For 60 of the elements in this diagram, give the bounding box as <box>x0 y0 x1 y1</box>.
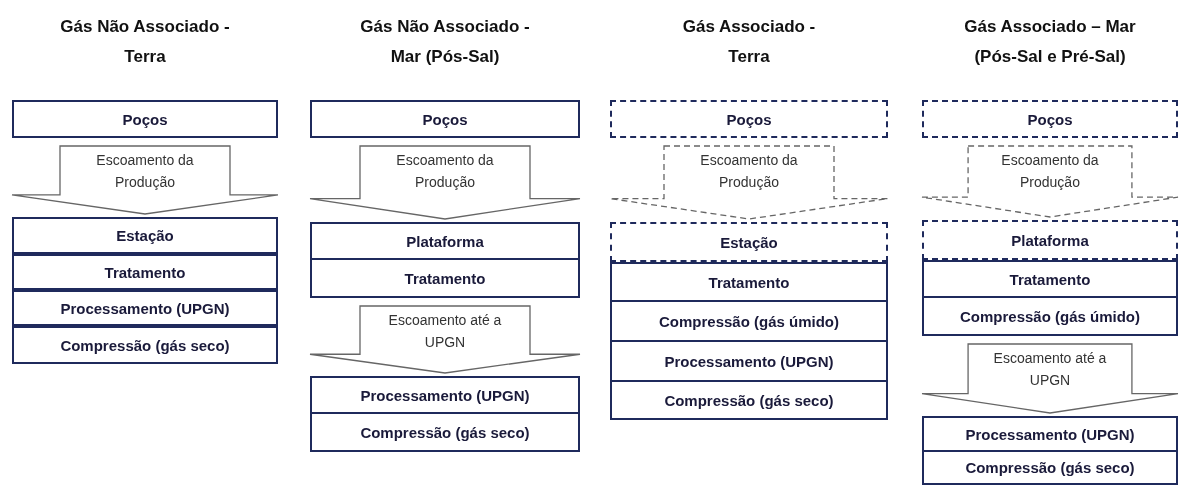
process-box <box>610 262 888 302</box>
box-label: Plataforma <box>1011 231 1089 249</box>
process-box <box>310 376 580 414</box>
block-arrow <box>921 343 1179 414</box>
process-box <box>610 100 888 138</box>
box-label: Poços <box>422 110 468 128</box>
process-box <box>310 100 580 138</box>
process-box <box>12 100 278 138</box>
box-label: Compressão (gás seco) <box>60 336 230 354</box>
box-label: Processamento (UPGN) <box>664 352 834 370</box>
edge-label: Escoamento da Produção <box>699 151 799 192</box>
process-box <box>610 300 888 342</box>
box-label: Compressão (gás úmido) <box>659 312 839 330</box>
box-label: Compressão (gás seco) <box>664 391 834 409</box>
column-heading: Gás Associado - Terra <box>681 16 817 68</box>
box-label: Poços <box>1027 110 1073 128</box>
box-label: Compressão (gás seco) <box>965 459 1135 476</box>
process-box <box>12 290 278 326</box>
box-label: Tratamento <box>104 263 186 281</box>
process-box <box>310 412 580 452</box>
block-arrow <box>11 145 279 215</box>
column-heading: Gás Não Associado - Mar (Pós-Sal) <box>359 16 531 68</box>
block-arrow <box>309 145 581 220</box>
box-label: Poços <box>122 110 168 128</box>
column-heading: Gás Não Associado - Terra <box>59 16 231 68</box>
process-box <box>12 254 278 290</box>
box-label: Tratamento <box>404 269 486 287</box>
edge-label: Escoamento da Produção <box>1000 151 1100 192</box>
process-box <box>922 450 1178 485</box>
edge-label: Escoamento até a UPGN <box>387 311 503 352</box>
column-heading: Gás Associado – Mar (Pós-Sal e Pré-Sal) <box>963 16 1137 68</box>
box-label: Tratamento <box>1009 270 1091 288</box>
process-box <box>922 220 1178 260</box>
process-box <box>922 416 1178 452</box>
process-box <box>310 258 580 298</box>
edge-label: Escoamento da Produção <box>395 151 495 192</box>
process-box <box>610 222 888 262</box>
box-label: Processamento (UPGN) <box>360 386 530 404</box>
box-label: Processamento (UPGN) <box>60 299 230 317</box>
block-arrow <box>309 305 581 374</box>
process-box <box>610 380 888 420</box>
box-label: Plataforma <box>406 232 484 250</box>
process-box <box>922 260 1178 298</box>
process-box <box>922 100 1178 138</box>
box-label: Compressão (gás úmido) <box>960 307 1140 325</box>
process-box <box>610 340 888 382</box>
block-arrow <box>921 145 1179 218</box>
box-label: Processamento (UPGN) <box>965 425 1135 443</box>
edge-label: Escoamento até a UPGN <box>992 349 1108 390</box>
process-box <box>12 326 278 364</box>
box-label: Tratamento <box>708 273 790 291</box>
process-box <box>922 296 1178 336</box>
block-arrow <box>609 145 889 220</box>
box-label: Compressão (gás seco) <box>360 423 530 441</box>
box-label: Poços <box>726 110 772 128</box>
process-box <box>310 222 580 260</box>
process-box <box>12 217 278 254</box>
box-label: Estação <box>116 227 174 244</box>
box-label: Estação <box>720 233 778 251</box>
edge-label: Escoamento da Produção <box>95 151 195 192</box>
